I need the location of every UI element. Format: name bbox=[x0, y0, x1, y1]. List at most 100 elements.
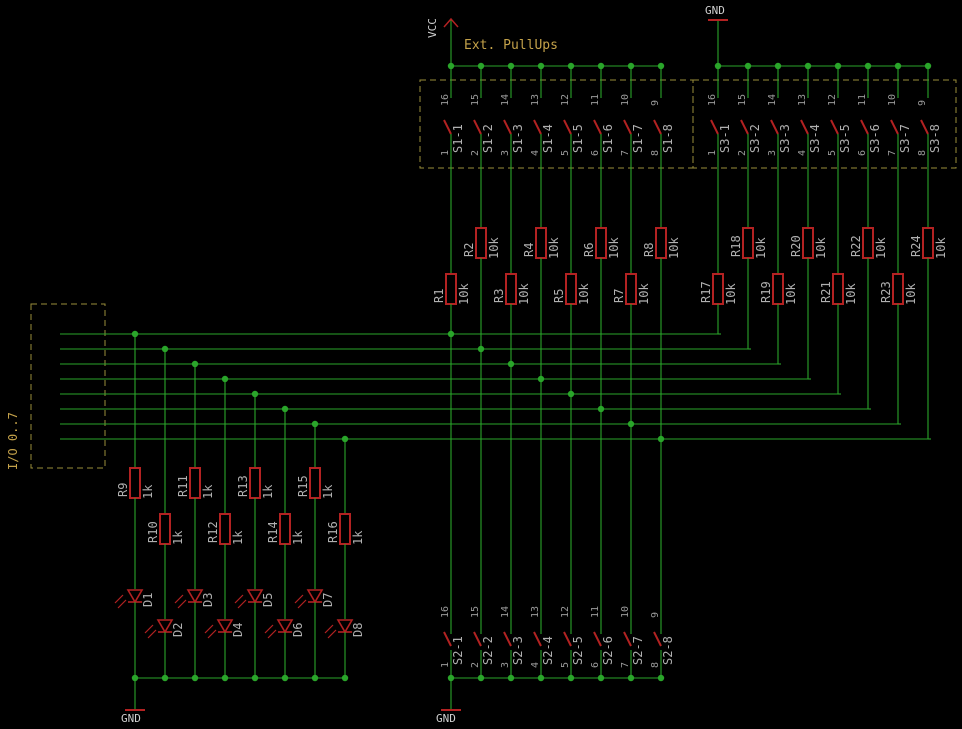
switch-contact bbox=[533, 631, 542, 647]
switch-pin-bottom: 7 bbox=[620, 150, 631, 156]
switch-pin-bottom: 2 bbox=[470, 662, 481, 668]
switch-pin-bottom: 7 bbox=[887, 150, 898, 156]
switch-contact bbox=[623, 631, 632, 647]
resistor-r4-value: 10k bbox=[547, 237, 561, 259]
led-label-d1: D1 bbox=[141, 593, 155, 607]
led-arrow bbox=[294, 594, 304, 604]
resistor-r12 bbox=[219, 513, 231, 545]
resistor-r12-ref: R12 bbox=[206, 521, 220, 543]
resistor-r16-value: 1k bbox=[351, 530, 365, 545]
led-arrow bbox=[207, 629, 217, 639]
resistor-r11 bbox=[189, 467, 201, 499]
switch-label-s1-3: S1-3 bbox=[511, 124, 525, 153]
switch-label-s1-2: S1-2 bbox=[481, 124, 495, 153]
resistor-r1-value: 10k bbox=[457, 283, 471, 305]
switch-pin-bottom: 3 bbox=[500, 662, 511, 668]
switch-label-s3-8: S3-8 bbox=[928, 124, 942, 153]
resistor-r7 bbox=[625, 273, 637, 305]
junction-dot bbox=[864, 62, 872, 70]
switch-pin-top: 16 bbox=[440, 94, 451, 106]
led-label-d7: D7 bbox=[321, 593, 335, 607]
resistor-r20-value: 10k bbox=[814, 237, 828, 259]
switch-label-s1-8: S1-8 bbox=[661, 124, 675, 153]
vcc-symbol: VCC bbox=[426, 17, 459, 66]
switch-contact bbox=[623, 119, 632, 135]
resistor-r1 bbox=[445, 273, 457, 305]
switch-pin-bottom: 8 bbox=[917, 150, 928, 156]
vcc-label: VCC bbox=[426, 18, 439, 38]
junction-dot bbox=[657, 435, 665, 443]
resistor-r18-ref: R18 bbox=[729, 235, 743, 257]
switch-contact bbox=[473, 119, 482, 135]
led-arrow bbox=[267, 629, 277, 639]
switch-label-s2-5: S2-5 bbox=[571, 636, 585, 665]
resistor-r21-ref: R21 bbox=[819, 281, 833, 303]
switch-contact bbox=[563, 631, 572, 647]
switch-label-s2-1: S2-1 bbox=[451, 636, 465, 665]
switch-pin-bottom: 3 bbox=[767, 150, 778, 156]
resistor-r20 bbox=[802, 227, 814, 259]
switch-label-s2-6: S2-6 bbox=[601, 636, 615, 665]
gnd-label-s2: GND bbox=[436, 712, 456, 725]
led-d7 bbox=[306, 589, 324, 604]
junction-dot bbox=[597, 62, 605, 70]
led-arrow bbox=[144, 624, 154, 634]
resistor-r14 bbox=[279, 513, 291, 545]
switch-pin-top: 14 bbox=[500, 94, 511, 106]
junction-dot bbox=[447, 330, 455, 338]
led-label-d4: D4 bbox=[231, 623, 245, 637]
led-arrow bbox=[327, 629, 337, 639]
resistor-r17-value: 10k bbox=[724, 283, 738, 305]
resistor-r2-ref: R2 bbox=[462, 243, 476, 257]
gnd-symbol-top: GND bbox=[705, 4, 728, 66]
junction-dot bbox=[657, 62, 665, 70]
switch-label-s1-4: S1-4 bbox=[541, 124, 555, 153]
switch-contact bbox=[830, 119, 839, 135]
switch-label-s1-1: S1-1 bbox=[451, 124, 465, 153]
switch-label-s3-6: S3-6 bbox=[868, 124, 882, 153]
junction-dot bbox=[627, 420, 635, 428]
gnd-label-leds: GND bbox=[121, 712, 141, 725]
switch-pin-bottom: 2 bbox=[737, 150, 748, 156]
switch-contact bbox=[443, 631, 452, 647]
switch-pin-top: 12 bbox=[827, 94, 838, 106]
junction-dot bbox=[537, 62, 545, 70]
s3-frame bbox=[692, 79, 957, 169]
switch-contact bbox=[593, 631, 602, 647]
resistor-r24 bbox=[922, 227, 934, 259]
resistor-r11-ref: R11 bbox=[176, 475, 190, 497]
led-label-d2: D2 bbox=[171, 623, 185, 637]
switch-contact bbox=[503, 631, 512, 647]
junction-dot bbox=[774, 62, 782, 70]
switch-contact bbox=[593, 119, 602, 135]
junction-dot bbox=[834, 62, 842, 70]
resistor-r23 bbox=[892, 273, 904, 305]
resistor-r18-value: 10k bbox=[754, 237, 768, 259]
switch-label-s3-2: S3-2 bbox=[748, 124, 762, 153]
junction-dot bbox=[924, 62, 932, 70]
switch-pin-top: 13 bbox=[530, 606, 541, 618]
resistor-r23-value: 10k bbox=[904, 283, 918, 305]
resistor-r9 bbox=[129, 467, 141, 499]
switch-contact bbox=[860, 119, 869, 135]
switch-contact bbox=[653, 631, 662, 647]
resistor-r5 bbox=[565, 273, 577, 305]
switch-contact bbox=[653, 119, 662, 135]
switch-pin-top: 15 bbox=[737, 94, 748, 106]
led-d4 bbox=[216, 619, 234, 634]
switch-contact bbox=[710, 119, 719, 135]
switch-pin-top: 10 bbox=[620, 606, 631, 618]
ext-pullups-note: Ext. PullUps bbox=[464, 38, 558, 53]
switch-label-s3-7: S3-7 bbox=[898, 124, 912, 153]
junction-dot bbox=[537, 375, 545, 383]
switch-pin-top: 10 bbox=[620, 94, 631, 106]
led-d3 bbox=[186, 589, 204, 604]
switch-pin-top: 15 bbox=[470, 94, 481, 106]
led-arrow bbox=[324, 624, 334, 634]
switch-label-s2-4: S2-4 bbox=[541, 636, 555, 665]
resistor-r15-value: 1k bbox=[321, 484, 335, 499]
resistor-r6-value: 10k bbox=[607, 237, 621, 259]
switch-pin-top: 9 bbox=[650, 100, 661, 106]
resistor-r18 bbox=[742, 227, 754, 259]
